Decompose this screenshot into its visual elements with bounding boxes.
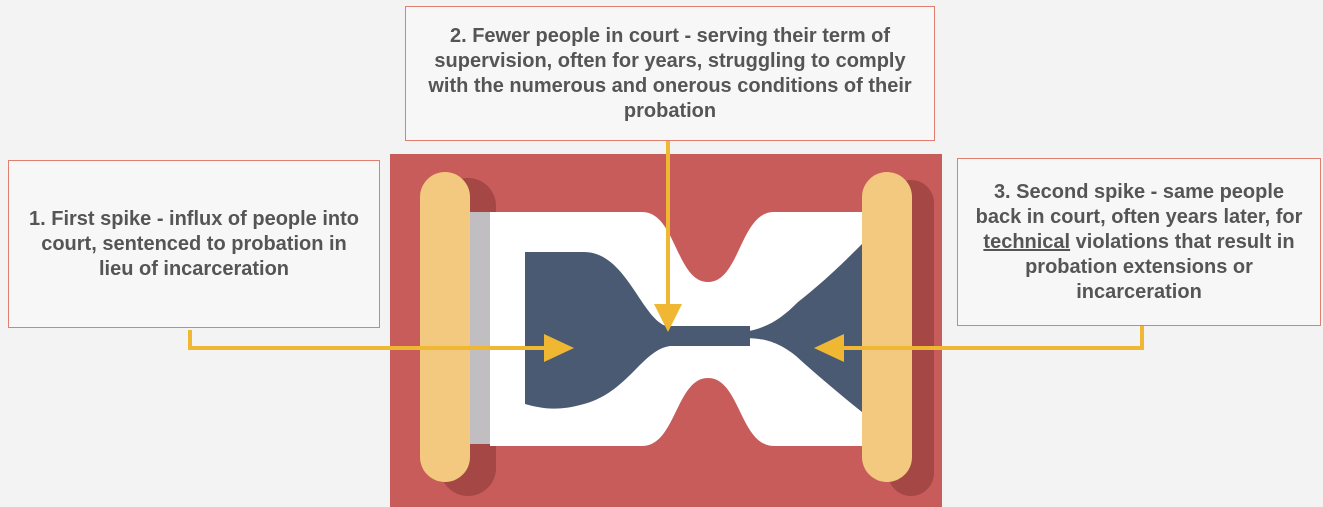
technical-emphasis: technical <box>983 231 1070 253</box>
callout-second-spike-pre: 3. Second spike - same people back in co… <box>976 181 1303 228</box>
callout-fewer-people: 2. Fewer people in court - serving their… <box>405 6 935 141</box>
sand-neck <box>660 326 750 346</box>
callout-first-spike-text: 1. First spike - influx of people into c… <box>27 207 361 282</box>
left-frame-bar <box>420 172 470 482</box>
callout-first-spike: 1. First spike - influx of people into c… <box>8 160 380 328</box>
right-frame-bar <box>862 172 912 482</box>
callout-fewer-people-text: 2. Fewer people in court - serving their… <box>426 24 914 124</box>
callout-second-spike-text: 3. Second spike - same people back in co… <box>972 180 1306 305</box>
callout-second-spike: 3. Second spike - same people back in co… <box>957 158 1321 326</box>
